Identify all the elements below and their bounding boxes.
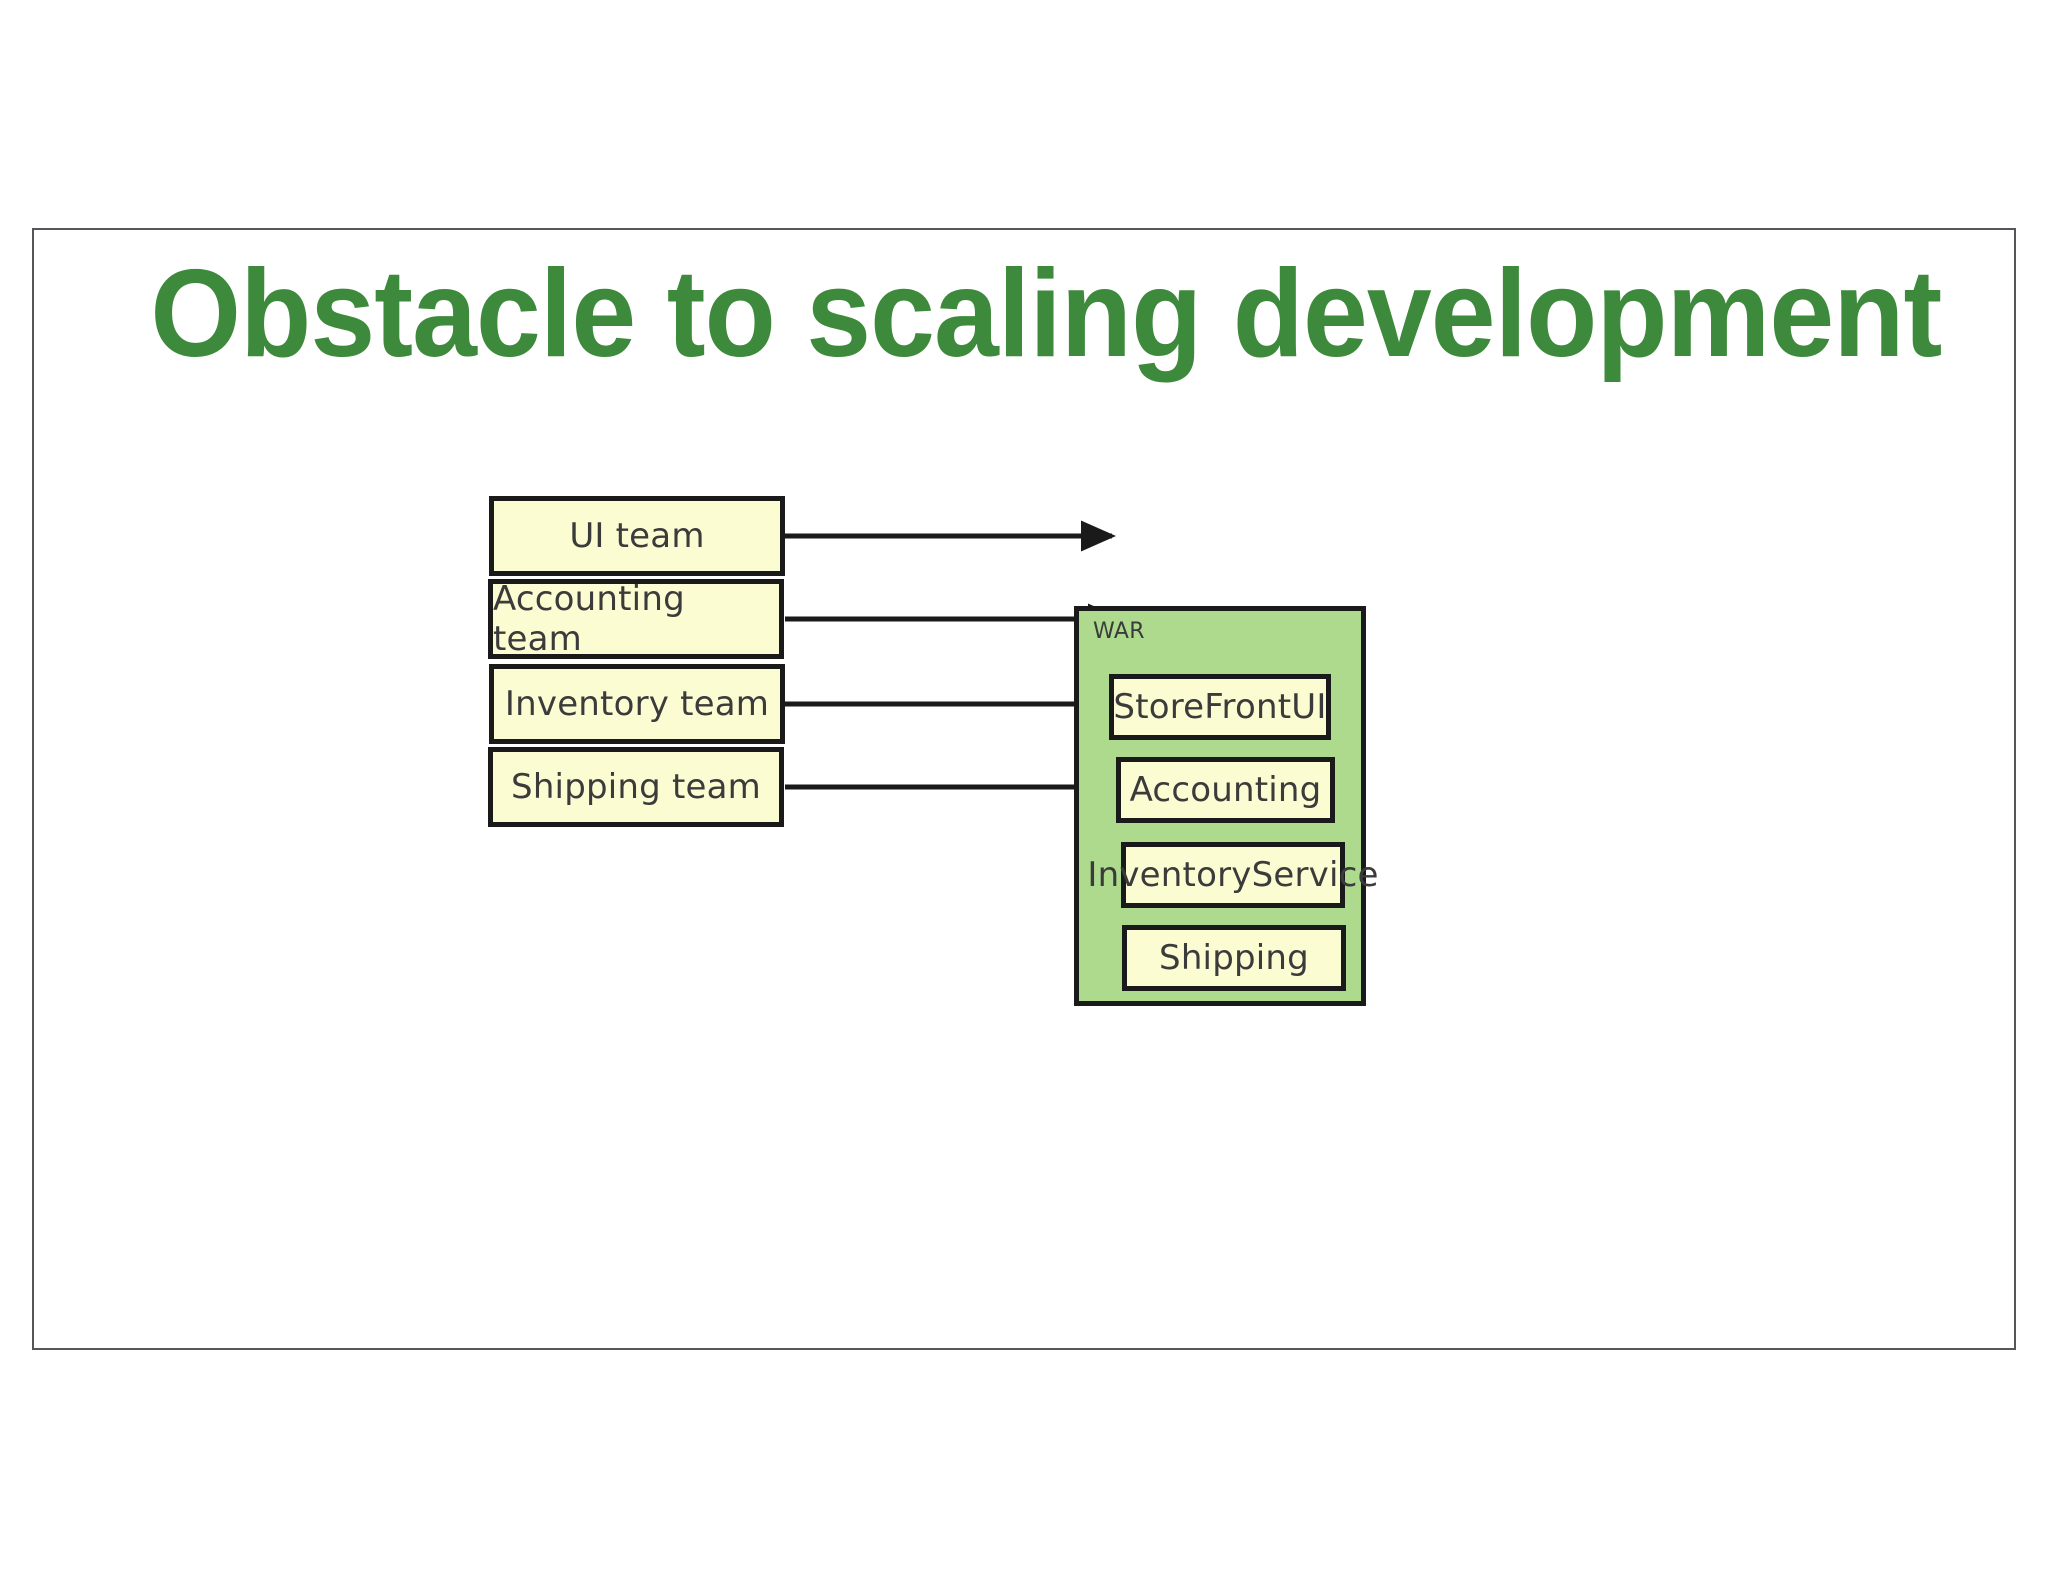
architecture-diagram: UI team Accounting team Inventory team S… [34,230,2018,1348]
service-box-storefrontui[interactable]: StoreFrontUI [1109,674,1331,740]
team-box-inventory[interactable]: Inventory team [489,664,785,744]
service-box-label: StoreFrontUI [1113,687,1327,727]
team-box-ui[interactable]: UI team [489,496,785,576]
slide-frame: Obstacle to scaling development UI team [32,228,2016,1350]
team-box-shipping[interactable]: Shipping team [488,747,784,827]
war-container-label: WAR [1093,619,1145,644]
service-box-label: Accounting [1129,770,1322,810]
team-box-label: UI team [569,516,705,556]
team-box-label: Shipping team [511,767,761,807]
service-box-accounting[interactable]: Accounting [1116,757,1335,823]
service-box-label: InventoryService [1087,855,1379,895]
war-container[interactable]: WAR StoreFrontUI Accounting InventorySer… [1074,606,1378,1006]
service-box-inventoryservice[interactable]: InventoryService [1087,842,1378,908]
team-box-label: Accounting team [493,579,685,659]
team-box-accounting[interactable]: Accounting team [488,579,784,659]
service-box-shipping[interactable]: Shipping [1122,925,1346,991]
team-box-label: Inventory team [504,684,770,724]
service-box-label: Shipping [1159,938,1309,978]
page-title: Obstacle to scaling development [150,245,1942,383]
arrow-layer [785,520,1130,803]
